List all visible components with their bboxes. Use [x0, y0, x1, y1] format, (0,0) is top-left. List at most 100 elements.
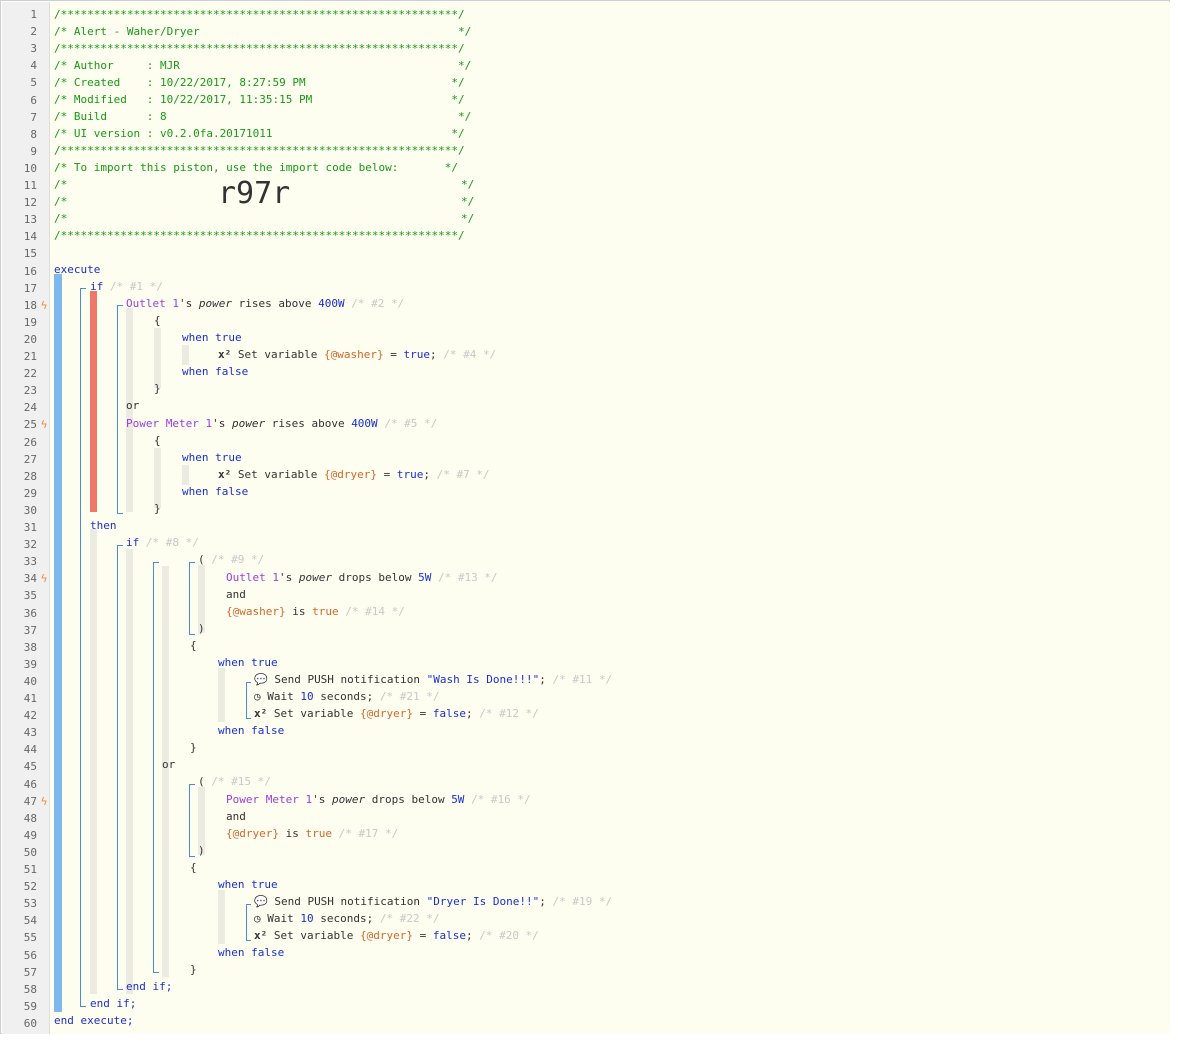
line-number: 32	[23, 538, 37, 552]
import-code: r97r	[218, 176, 291, 211]
execute-keyword[interactable]: execute	[54, 263, 101, 276]
group-9[interactable]: ( /* #9 */	[198, 553, 265, 566]
end-execute[interactable]: end execute;	[54, 1014, 134, 1027]
when-true-label[interactable]: when true	[182, 331, 242, 344]
line-number: 34	[23, 572, 37, 586]
trigger-bolt-icon: ϟ	[40, 418, 48, 432]
clock-icon: ◷	[254, 912, 261, 925]
when-true-label[interactable]: when true	[182, 451, 242, 464]
when-false-label[interactable]: when false	[182, 485, 249, 498]
line-number: 42	[23, 709, 37, 723]
line-number: 11	[23, 179, 37, 192]
line-number: 19	[23, 315, 37, 329]
line-number: 38	[23, 640, 37, 654]
condition-dryer-true[interactable]: {@dryer} is true /* #17 */	[226, 827, 399, 840]
header-border: /***************************************…	[54, 42, 465, 55]
line-number: 55	[23, 931, 37, 945]
condition-meter-drops[interactable]: Power Meter 1's power drops below 5W /* …	[226, 793, 531, 806]
header-border-top: /***************************************…	[54, 8, 465, 21]
push-dryer-done[interactable]: 💬 Send PUSH notification "Dryer Is Done!…	[254, 895, 613, 908]
and-operator[interactable]: and	[226, 810, 246, 823]
line-number: 24	[23, 401, 37, 415]
code-area: /***************************************…	[50, 2, 1170, 1034]
line-number: 58	[23, 982, 37, 996]
execute-block-bar	[54, 274, 62, 1012]
wait-step[interactable]: ◷ Wait 10 seconds; /* #21 */	[254, 690, 440, 703]
chat-bubble-icon: 💬	[254, 895, 268, 908]
condition-washer-true[interactable]: {@washer} is true /* #14 */	[226, 605, 405, 618]
line-number: 29	[23, 486, 37, 500]
line-number: 10	[23, 161, 37, 175]
line-number: 13	[23, 213, 37, 227]
wait-step[interactable]: ◷ Wait 10 seconds; /* #22 */	[254, 912, 440, 925]
trigger-bolt-icon: ϟ	[40, 572, 48, 586]
line-number: 37	[23, 623, 37, 637]
line-number: 44	[23, 743, 37, 757]
if-statement-8[interactable]: if /* #8 */	[126, 536, 199, 549]
push-wash-done[interactable]: 💬 Send PUSH notification "Wash Is Done!!…	[254, 673, 613, 686]
trigger-bolt-icon: ϟ	[40, 794, 48, 808]
line-number: 50	[23, 845, 37, 859]
group-15[interactable]: ( /* #15 */	[198, 775, 271, 788]
if-statement-1[interactable]: if /* #1 */	[90, 280, 163, 293]
line-number: 12	[23, 196, 37, 210]
end-if-inner[interactable]: end if;	[126, 980, 173, 993]
line-number: 56	[23, 948, 37, 962]
if-block-bar	[90, 291, 97, 512]
header-border-bottom: /***************************************…	[54, 229, 465, 242]
or-operator[interactable]: or	[126, 399, 140, 412]
and-operator[interactable]: and	[226, 588, 246, 601]
condition-meter-rises[interactable]: Power Meter 1's power rises above 400W /…	[126, 417, 438, 430]
line-number: 48	[23, 811, 37, 825]
when-true-label[interactable]: when true	[218, 656, 278, 669]
line-number: 15	[23, 247, 37, 261]
header-author: /* Author : MJR */	[54, 59, 472, 72]
header-ui-version: /* UI version : v0.2.0fa.20171011 */	[54, 127, 465, 140]
header-modified: /* Modified : 10/22/2017, 11:35:15 PM */	[54, 93, 465, 106]
import-hint: /* To import this piston, use the import…	[54, 161, 458, 174]
line-number: 43	[23, 726, 37, 740]
line-number: 2	[30, 25, 37, 39]
line-number: 46	[23, 777, 37, 791]
line-number: 18	[23, 298, 37, 312]
line-number: 30	[23, 503, 37, 517]
line-number: 59	[23, 999, 37, 1013]
end-if-outer[interactable]: end if;	[90, 997, 137, 1010]
line-number: 16	[23, 264, 37, 278]
line-number: 25	[23, 418, 37, 432]
line-number: 39	[23, 657, 37, 671]
when-false-label[interactable]: when false	[182, 365, 249, 378]
line-number: 45	[23, 760, 37, 774]
set-dryer-true[interactable]: x² Set variable {@dryer} = true; /* #7 *…	[218, 468, 490, 481]
line-number: 33	[23, 555, 37, 569]
line-number: 41	[23, 692, 37, 705]
line-number: 40	[23, 674, 37, 688]
when-false-label[interactable]: when false	[218, 724, 285, 737]
line-number: 4	[30, 59, 37, 73]
line-number: 23	[23, 384, 37, 398]
condition-outlet-drops[interactable]: Outlet 1's power drops below 5W /* #13 *…	[226, 571, 498, 584]
then-keyword[interactable]: then	[90, 519, 117, 532]
line-number: 60	[23, 1016, 37, 1030]
or-operator[interactable]: or	[162, 758, 176, 771]
set-dryer-false[interactable]: x² Set variable {@dryer} = false; /* #20…	[254, 929, 539, 942]
set-washer-true[interactable]: x² Set variable {@washer} = true; /* #4 …	[218, 348, 497, 361]
header-border: /***************************************…	[54, 144, 465, 157]
line-number: 17	[23, 281, 37, 295]
condition-outlet-rises[interactable]: Outlet 1's power rises above 400W /* #2 …	[126, 297, 405, 310]
chat-bubble-icon: 💬	[254, 673, 268, 686]
line-number: 22	[23, 367, 37, 381]
line-number: 52	[23, 880, 37, 894]
line-number: 5	[30, 76, 37, 90]
clock-icon: ◷	[254, 690, 261, 703]
when-false-label[interactable]: when false	[218, 946, 285, 959]
set-dryer-false[interactable]: x² Set variable {@dryer} = false; /* #12…	[254, 707, 539, 720]
header-created: /* Created : 10/22/2017, 8:27:59 PM */	[54, 76, 465, 89]
line-number: 47	[23, 794, 37, 808]
line-number: 28	[23, 469, 37, 483]
line-number: 51	[23, 863, 37, 876]
line-number: 9	[30, 144, 37, 158]
then-block-bar	[90, 529, 97, 994]
when-true-label[interactable]: when true	[218, 878, 278, 891]
